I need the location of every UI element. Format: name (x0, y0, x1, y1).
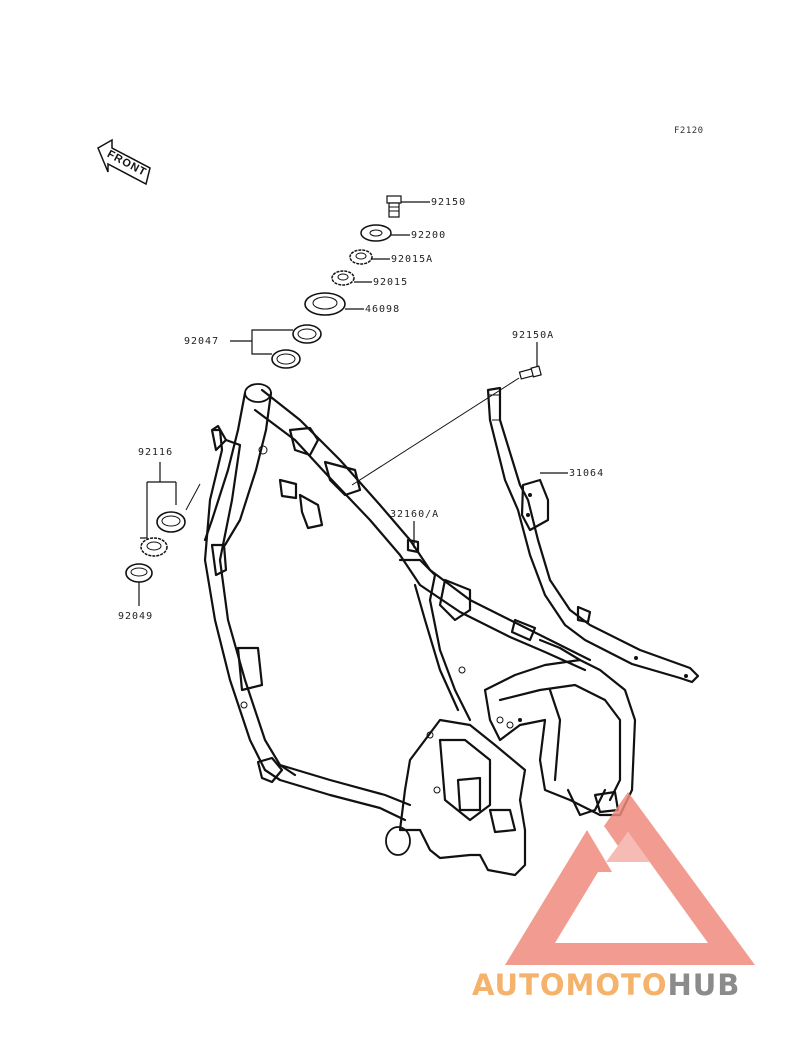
watermark-text: AUTOMOTOHUB (472, 968, 740, 1002)
watermark-part1: AUTOMOTO (472, 968, 667, 1002)
part-label-31064: 31064 (569, 468, 604, 479)
bearing-inner (140, 537, 168, 557)
part-label-32160a: 32160/A (390, 509, 439, 520)
nut-92015a (349, 249, 373, 265)
part-label-92200: 92200 (411, 230, 446, 241)
watermark-part2: HUB (667, 968, 740, 1002)
part-label-92150a: 92150A (512, 330, 554, 341)
part-label-92015: 92015 (373, 277, 408, 288)
bolt-92150a (518, 365, 542, 380)
part-label-92150: 92150 (431, 197, 466, 208)
rear-frame-31064 (486, 386, 700, 684)
part-label-46098: 46098 (365, 304, 400, 315)
nut-92015 (331, 270, 355, 286)
seal-92116 (156, 511, 186, 533)
main-frame (203, 383, 637, 877)
part-label-92049: 92049 (118, 611, 153, 622)
part-label-92047: 92047 (184, 336, 219, 347)
figure-code: F2120 (674, 126, 704, 136)
race-92049 (125, 563, 153, 583)
washer-92200 (360, 224, 392, 242)
cap-46098 (304, 292, 346, 316)
bolt-92150 (386, 195, 402, 218)
front-arrow-icon: FRONT (97, 138, 151, 186)
bearing-92047 (271, 324, 322, 369)
part-label-92116: 92116 (138, 447, 173, 458)
part-label-92015a: 92015A (391, 254, 433, 265)
watermark-logo-icon (505, 792, 755, 965)
